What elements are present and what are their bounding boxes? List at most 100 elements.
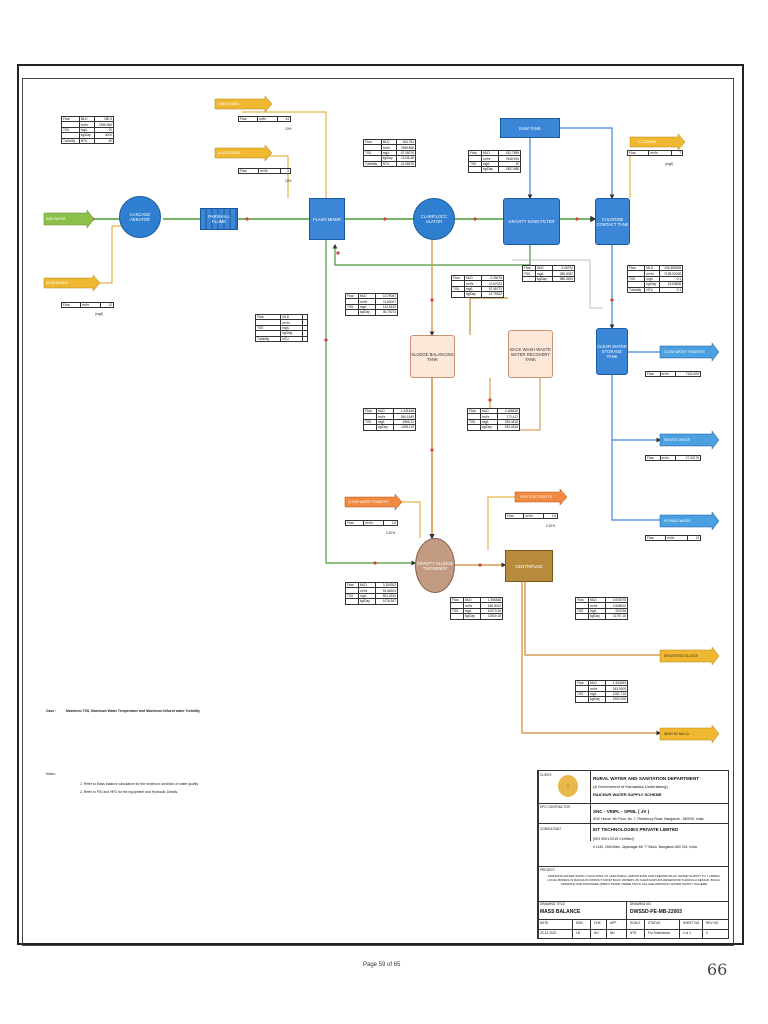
consultant-address: # 1140, 26th Main, Jayanagar 4th 'T' Blo… bbox=[593, 845, 698, 849]
notes-item-2: 2. Refer to PID and HFD for the equipmen… bbox=[80, 790, 179, 794]
table-cell: Turbidity bbox=[61, 137, 80, 144]
table-cell: Flow bbox=[237, 167, 260, 175]
project-label: PROJECT: bbox=[540, 868, 556, 872]
arrow-label-cl2: CL2 DOSING bbox=[637, 140, 657, 144]
table-cell: kg/Day bbox=[587, 613, 607, 620]
arrow-alum-top bbox=[214, 144, 273, 162]
arrow-label-cw-transfer2: CLEAR WATER TRANSFER bbox=[348, 500, 389, 504]
arrow-raw-water bbox=[43, 209, 95, 229]
consultant-name: EIT TECHNOLOGIES PRIVATE LIMITED bbox=[593, 827, 679, 832]
drawing-no-label: DRAWING NO bbox=[630, 902, 651, 906]
table-cell: 7 bbox=[671, 149, 683, 157]
table-cell: 13900.18 bbox=[480, 613, 503, 620]
table-cell: Flow bbox=[238, 115, 258, 123]
table-cell: 14.79302 bbox=[481, 291, 504, 298]
arrow-label-service: SERVICE WATER bbox=[664, 438, 690, 442]
table-cell bbox=[450, 613, 464, 620]
date-label: DATE bbox=[540, 921, 549, 925]
table-cell: 5 bbox=[280, 167, 291, 175]
epc-label: EPC CONTRACTOR bbox=[540, 805, 570, 809]
back-wash-recovery-tank: BACK WASH WASTE WATER RECOVERY TANK bbox=[508, 330, 553, 378]
arrow-label-clear-transfer: CLEAR WATER TRANSFER bbox=[664, 350, 705, 354]
arrow-service bbox=[659, 430, 720, 450]
chlorine-contact-tank: CHLORINE CONTACT TANK bbox=[595, 198, 630, 245]
rev-label: REV NO bbox=[706, 921, 719, 925]
rev-value: 0 bbox=[706, 931, 708, 935]
table-cell bbox=[467, 424, 481, 431]
table-cell bbox=[363, 424, 377, 431]
chk-label: CHK bbox=[594, 921, 601, 925]
table-cell bbox=[522, 275, 536, 283]
dosing-lines bbox=[100, 111, 676, 284]
arrow-lime bbox=[214, 95, 273, 113]
raw-tank-line-2 bbox=[560, 127, 615, 200]
sludge-balancing-tank: SLUDGE BALANCING TANK bbox=[410, 335, 455, 378]
table-cell: Flow bbox=[626, 149, 650, 157]
epc-address: SNC House' 4th Floor, No. 7, Residency R… bbox=[593, 817, 705, 821]
clear-water-out-lines bbox=[611, 351, 660, 521]
table-cell bbox=[345, 598, 359, 605]
arrow-label-alum-top: ALUM DOSING bbox=[218, 151, 241, 155]
gravity-sand-filter: GRAVITY SAND FILTER bbox=[503, 198, 560, 245]
table-cell: 27.33179 bbox=[675, 454, 701, 462]
drawing-title: MASS BALANCE bbox=[540, 909, 581, 915]
table-cell: NTU bbox=[380, 160, 397, 167]
table-cell: 41.06976 bbox=[395, 160, 417, 167]
table-cell: m³/hr bbox=[648, 149, 673, 157]
case-label: Case : bbox=[46, 709, 57, 713]
scale-label: SCALE bbox=[630, 921, 641, 925]
table-cell: Flow bbox=[645, 454, 661, 462]
backwash-to-balancing-line bbox=[469, 297, 508, 335]
arrow-label-potable: POTABLE WATER bbox=[664, 519, 691, 523]
sludge-recycle-line bbox=[325, 240, 417, 566]
table-cell: Turbidity bbox=[626, 286, 646, 293]
table-cell: 44 bbox=[277, 115, 291, 123]
table-cell: kg/Day bbox=[357, 598, 377, 605]
client-name: RURAL WATER AND SANITATION DEPARTMENT bbox=[593, 776, 700, 781]
dsn-label: DSN bbox=[576, 921, 583, 925]
poly-to-centrifuge-line bbox=[487, 496, 515, 550]
parshall-flume: PARSHALL FLUME bbox=[200, 208, 238, 230]
table-cell: 1076.567 bbox=[375, 598, 398, 605]
table-cell: m³/hr bbox=[659, 370, 677, 378]
table-cell: 13 bbox=[686, 534, 702, 542]
handwritten-number: 66 bbox=[707, 960, 728, 979]
table-cell: 7162.829 bbox=[675, 370, 701, 378]
table-cell bbox=[468, 166, 482, 173]
table-cell: 1900.928 bbox=[605, 696, 628, 703]
alum-top-pct: 10% bbox=[285, 179, 292, 183]
table-cell: kg/Day bbox=[375, 424, 395, 431]
cw-transfer2-pct: 0.20% bbox=[386, 531, 396, 535]
backwash-feedback-line bbox=[512, 259, 603, 309]
table-cell: kg/Day bbox=[357, 309, 377, 316]
table-cell: 1.8 bbox=[542, 512, 559, 520]
table-cell: m³/hr bbox=[523, 512, 544, 520]
table-cell bbox=[301, 335, 309, 342]
